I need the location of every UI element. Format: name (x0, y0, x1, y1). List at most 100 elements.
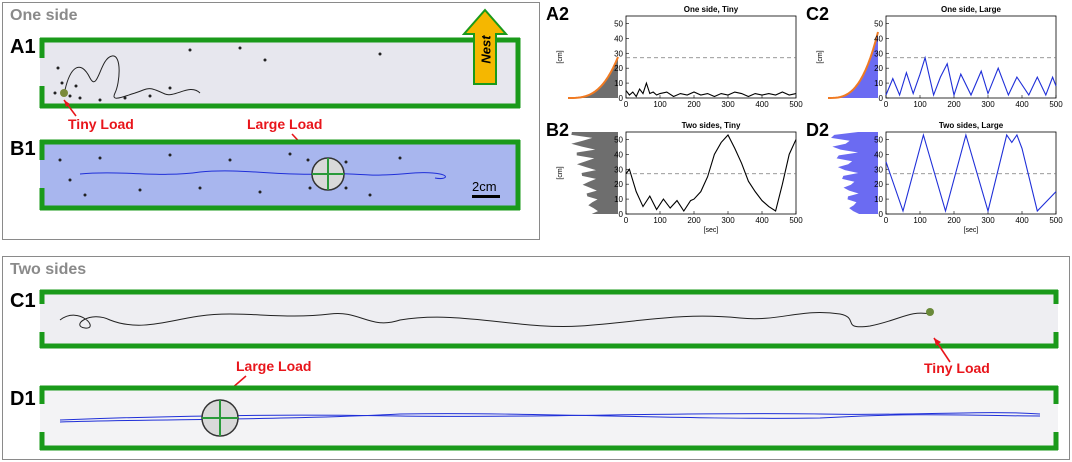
xtick-label: 0 (884, 216, 889, 225)
b1-arena (39, 139, 521, 211)
ytick-label: 50 (874, 135, 883, 144)
ytick-label: 20 (614, 64, 623, 73)
xtick-label: 100 (653, 100, 667, 109)
xtick-label: 100 (913, 100, 927, 109)
two-sides-title: Two sides (10, 261, 87, 278)
ytick-label: 50 (614, 135, 623, 144)
chart-d2-histogram (831, 132, 878, 214)
ytick-label: 50 (874, 19, 883, 28)
chart-d2-label: D2 (806, 120, 829, 140)
chart-b2-axes (625, 131, 797, 215)
xtick-label: 300 (981, 100, 995, 109)
chart-a2-series-line (625, 81, 797, 98)
xtick-label: 500 (789, 100, 803, 109)
ytick-label: 40 (874, 34, 883, 43)
chart-d2-axes (885, 131, 1057, 215)
nest-arrow-icon (461, 8, 509, 85)
chart-b2-series-line (625, 134, 797, 213)
chart-a2-title: One side, Tiny (684, 5, 739, 14)
ytick-label: 0 (879, 94, 884, 103)
b1-trajectory (79, 170, 446, 179)
ytick-label: 50 (614, 19, 623, 28)
xtick-label: 0 (624, 100, 629, 109)
xtick-label: 500 (1049, 216, 1063, 225)
a1-tiny-load (60, 89, 68, 97)
a1-ants (53, 46, 382, 102)
nest-label: Nest (478, 35, 494, 64)
chart-a2-histogram (567, 56, 619, 99)
chart-b2-ylabel: [cm] (557, 166, 564, 179)
xtick-label: 400 (1015, 100, 1029, 109)
b1-ants (58, 152, 402, 197)
ytick-label: 0 (879, 210, 884, 219)
chart-d2-xlabel: [sec] (964, 227, 979, 234)
ytick-label: 40 (614, 150, 623, 159)
chart-c2-ylabel: [cm] (817, 50, 824, 63)
c1-tiny-load-label: Tiny Load (924, 360, 990, 376)
chart-c2-label: C2 (806, 4, 829, 24)
chart-d2-title: Two sides, Large (939, 121, 1004, 130)
ytick-label: 20 (874, 64, 883, 73)
ytick-label: 10 (874, 79, 883, 88)
chart-c2-axes (885, 15, 1057, 99)
chart-b2-title: Two sides, Tiny (682, 121, 741, 130)
d1-large-load-label: Large Load (236, 358, 312, 374)
ytick-label: 30 (614, 165, 623, 174)
ytick-label: 40 (614, 34, 623, 43)
a1-arena-drawing (39, 37, 521, 109)
xtick-label: 400 (755, 216, 769, 225)
d1-label: D1 (10, 388, 36, 410)
chart-a2-ylabel: [cm] (557, 50, 564, 63)
xtick-label: 100 (653, 216, 667, 225)
chart-a2-label: A2 (546, 4, 569, 24)
chart-c2-title: One side, Large (941, 5, 1002, 14)
xtick-label: 400 (1015, 216, 1029, 225)
b1-large-load-label: Large Load (247, 116, 323, 132)
b1-label: B1 (10, 138, 36, 160)
xtick-label: 300 (721, 100, 735, 109)
xtick-label: 0 (624, 216, 629, 225)
ytick-label: 0 (619, 210, 624, 219)
ytick-label: 30 (874, 49, 883, 58)
ytick-label: 30 (614, 49, 623, 58)
xtick-label: 0 (884, 100, 889, 109)
ytick-label: 20 (874, 180, 883, 189)
a1-trajectory (64, 55, 201, 99)
scale-bar (472, 195, 500, 198)
ytick-label: 10 (874, 195, 883, 204)
a1-tiny-load-arrow (63, 99, 77, 117)
one-side-title: One side (10, 7, 78, 24)
ytick-label: 10 (614, 195, 623, 204)
chart-b2-label: B2 (546, 120, 569, 140)
chart-d2-series-line (885, 132, 1057, 214)
xtick-label: 200 (687, 100, 701, 109)
xtick-label: 300 (981, 216, 995, 225)
xtick-label: 100 (913, 216, 927, 225)
xtick-label: 200 (687, 216, 701, 225)
xtick-label: 200 (947, 100, 961, 109)
scale-label: 2cm (472, 179, 497, 194)
ytick-label: 20 (614, 180, 623, 189)
ytick-label: 0 (619, 94, 624, 103)
chart-b2-histogram (571, 132, 618, 214)
xtick-label: 400 (755, 100, 769, 109)
c1-label: C1 (10, 290, 36, 312)
xtick-label: 500 (789, 216, 803, 225)
c1-tiny-load (926, 308, 934, 316)
a1-label: A1 (10, 36, 36, 58)
xtick-label: 500 (1049, 100, 1063, 109)
chart-c2-histogram (827, 31, 879, 99)
d1-arena (39, 385, 1059, 451)
chart-a2-axes (625, 15, 797, 99)
c1-arena (39, 289, 1059, 349)
c1-tiny-load-arrow (933, 337, 951, 363)
chart-b2-xlabel: [sec] (704, 227, 719, 234)
xtick-label: 200 (947, 216, 961, 225)
xtick-label: 300 (721, 216, 735, 225)
d1-arena-drawing (39, 385, 1059, 451)
a1-tiny-load-label: Tiny Load (68, 116, 134, 132)
